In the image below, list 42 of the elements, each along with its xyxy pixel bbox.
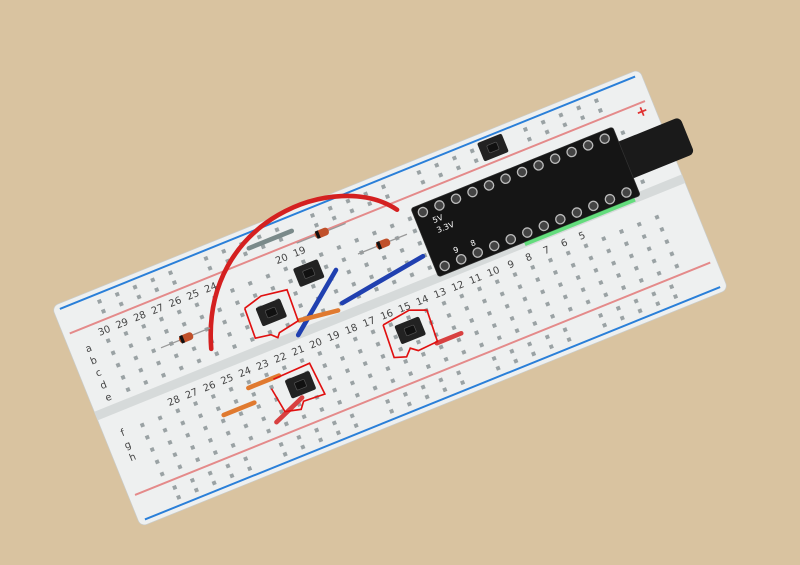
row-number: 11	[468, 272, 484, 286]
polarity-sign: +	[634, 102, 651, 121]
row-number: 15	[396, 300, 412, 314]
row-number: 6	[560, 236, 570, 248]
row-number: 25	[219, 372, 235, 386]
row-letter: e	[104, 391, 114, 403]
row-number: 19	[292, 244, 308, 258]
row-number: 27	[184, 386, 200, 400]
row-number: 26	[168, 294, 183, 309]
row-number: 22	[272, 350, 288, 364]
row-number: 12	[450, 278, 466, 293]
row-number: 5	[577, 230, 587, 242]
row-number: 28	[132, 309, 148, 323]
row-number: 7	[542, 244, 552, 256]
row-number: 14	[414, 293, 430, 308]
row-number: 21	[290, 343, 306, 358]
row-number: 20	[274, 252, 290, 266]
row-number: 17	[361, 314, 377, 329]
row-letter: h	[128, 451, 138, 463]
row-number: 24	[237, 364, 253, 379]
row-number: 9	[506, 258, 516, 270]
row-number: 29	[114, 316, 130, 330]
row-number: 19	[326, 328, 342, 343]
row-number: 27	[150, 302, 166, 316]
row-number: 24	[203, 280, 218, 294]
row-number: 20	[308, 336, 324, 350]
row-letter: f	[119, 427, 126, 438]
row-number: 28	[166, 394, 182, 408]
row-number: 26	[202, 379, 218, 394]
row-number: 30	[96, 323, 112, 338]
row-number: 13	[432, 286, 448, 300]
row-number: 25	[185, 288, 201, 302]
row-letter: d	[98, 379, 108, 391]
row-number: 18	[344, 322, 360, 336]
row-number: 8	[524, 251, 534, 263]
row-number: 16	[379, 307, 395, 322]
row-letter: g	[122, 438, 133, 451]
row-letter: a	[84, 342, 94, 354]
row-number: 10	[486, 264, 502, 278]
row-letter: b	[88, 354, 98, 366]
row-letter: c	[94, 366, 103, 378]
row-number: 23	[254, 358, 270, 372]
